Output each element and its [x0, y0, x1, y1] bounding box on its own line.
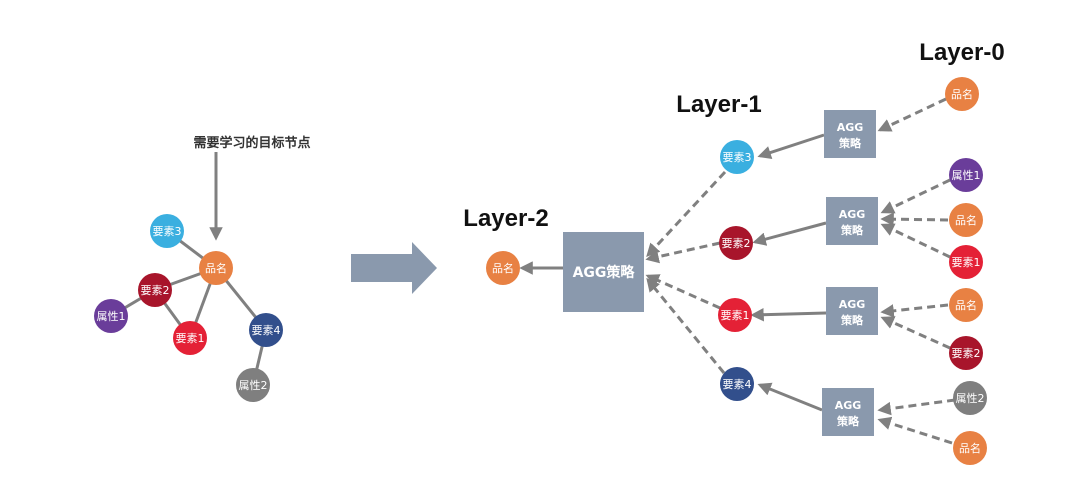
agg-label-line1: AGG [839, 298, 866, 311]
edge-elem1-central [645, 274, 721, 310]
node-label: 属性2 [956, 391, 985, 405]
layer-0-title: Layer-0 [919, 39, 1004, 66]
agg-box-1: AGG 策略 [824, 110, 876, 158]
layer0-node-product-2: 品名 [949, 203, 983, 237]
node-elem2: 要素2 [138, 273, 172, 307]
node-elem1: 要素1 [173, 321, 207, 355]
agg-label-line1: AGG [837, 121, 864, 134]
node-label: 要素2 [141, 284, 170, 297]
edge-agg4-elem4 [757, 382, 823, 412]
layer-2-title: Layer-2 [463, 205, 548, 232]
edge-l0-attr2-agg4 [877, 398, 956, 416]
agg-box-4: AGG 策略 [822, 388, 874, 436]
agg-label-line2: 策略 [836, 414, 860, 428]
node-label: 品名 [955, 213, 977, 227]
node-label: 属性1 [952, 168, 981, 182]
node-label: 要素2 [722, 237, 751, 250]
layer1-node-elem2: 要素2 [719, 226, 753, 260]
transition-arrow [351, 242, 437, 294]
node-label: 要素3 [723, 151, 752, 164]
node-attr2: 属性2 [236, 368, 270, 402]
agg-box-2: AGG 策略 [826, 197, 878, 245]
node-label: 属性2 [239, 378, 268, 392]
node-label: 品名 [955, 298, 977, 312]
node-label: 要素1 [176, 332, 205, 345]
layer0-node-attr2: 属性2 [953, 381, 987, 415]
node-label: 要素1 [952, 256, 981, 269]
layer1-node-elem1: 要素1 [718, 298, 752, 332]
edge-agg3-elem1 [750, 307, 827, 322]
node-label: 品名 [959, 441, 981, 455]
input-graph: 需要学习的目标节点 要素3 品名 要素2 属性1 要素1 要素4 属性2 [94, 135, 311, 402]
agg-label-line2: 策略 [838, 136, 862, 150]
layer0-node-elem2: 要素2 [949, 336, 983, 370]
node-product-target: 品名 [199, 251, 233, 285]
edge-elem4-central [646, 277, 726, 374]
node-elem4: 要素4 [249, 313, 283, 347]
edge-agg2-elem2 [752, 221, 827, 246]
edge-l0-product-agg1 [877, 97, 947, 132]
agg-label-line1: AGG [835, 399, 862, 412]
layer1-to-central-edges [645, 170, 727, 374]
node-label: 要素2 [952, 347, 981, 360]
target-node-label: 需要学习的目标节点 [193, 135, 310, 151]
layer0-node-attr1: 属性1 [949, 158, 983, 192]
layer1-node-elem3: 要素3 [720, 140, 754, 174]
agg-label-line1: AGG [839, 208, 866, 221]
agg-label: AGG策略 [573, 264, 636, 281]
edge-l0-elem2-agg3 [880, 316, 951, 350]
node-label: 品名 [951, 87, 973, 101]
agg-to-layer1-edges [750, 133, 827, 412]
agg-box-3: AGG 策略 [826, 287, 878, 335]
edge-l0-attr1-agg2 [880, 178, 951, 214]
layer0-node-elem1: 要素1 [949, 245, 983, 279]
layer1-node-elem4: 要素4 [720, 367, 754, 401]
layer0-edges [877, 97, 956, 445]
agg-box-central: AGG策略 [563, 232, 644, 312]
edge-agg1-elem3 [757, 133, 825, 160]
layer-1-title: Layer-1 [676, 91, 761, 118]
node-label: 要素4 [252, 324, 281, 337]
edge-l0-elem1-agg2 [880, 223, 951, 259]
node-root-product: 品名 [486, 251, 520, 285]
layer0-node-product-3: 品名 [949, 288, 983, 322]
node-label: 品名 [492, 261, 514, 275]
node-attr1: 属性1 [94, 299, 128, 333]
agg-label-line2: 策略 [840, 313, 864, 327]
edge-l0-product-agg3 [880, 303, 949, 318]
agg-label-line2: 策略 [840, 223, 864, 237]
layer0-node-product-1: 品名 [945, 77, 979, 111]
node-label: 品名 [205, 261, 227, 275]
node-elem3: 要素3 [150, 214, 184, 248]
node-label: 要素4 [723, 378, 752, 391]
layer0-node-product-4: 品名 [953, 431, 987, 465]
node-label: 属性1 [97, 309, 126, 323]
edge-l0-product-agg4 [877, 416, 953, 445]
edge-elem3-central [646, 170, 727, 257]
node-label: 要素3 [153, 225, 182, 238]
edge-l0-product-agg2 [880, 212, 949, 226]
node-label: 要素1 [721, 309, 750, 322]
